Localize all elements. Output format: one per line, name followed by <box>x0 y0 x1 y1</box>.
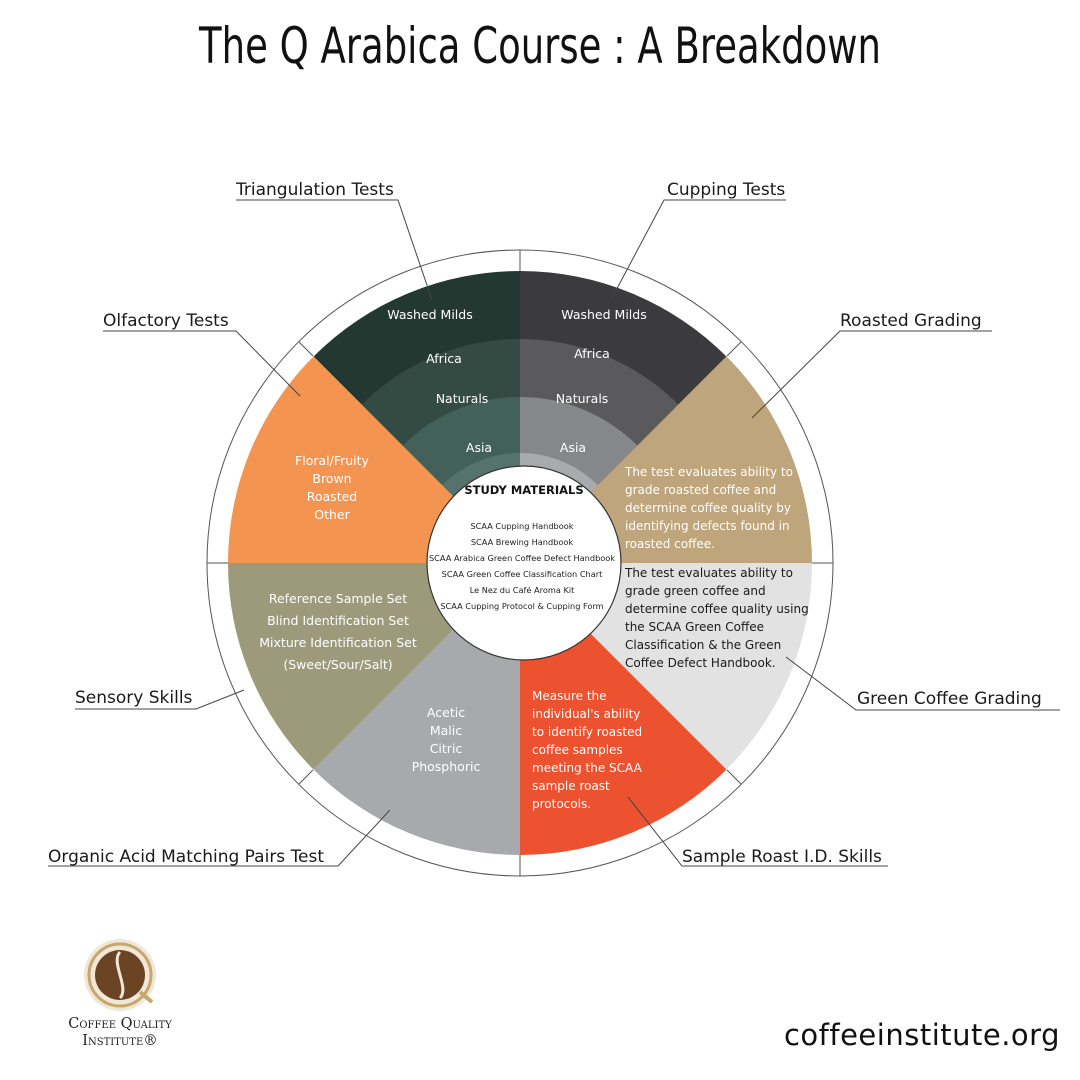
cupping-ring-labels: Washed Milds Africa Naturals Asia <box>556 307 647 455</box>
description-line: The test evaluates ability to <box>624 465 793 479</box>
sensory-item: (Sweet/Sour/Salt) <box>283 657 392 672</box>
sensory-item: Blind Identification Set <box>267 613 409 628</box>
label-organic-acid-test: Organic Acid Matching Pairs Test <box>48 847 324 867</box>
ring-label: Asia <box>560 440 586 455</box>
organic-acid-item: Malic <box>430 723 462 738</box>
description-line: Measure the <box>532 689 607 703</box>
ring-dividers <box>207 250 833 876</box>
label-roasted-grading: Roasted Grading <box>840 311 982 331</box>
sensory-item: Reference Sample Set <box>269 591 407 606</box>
label-sensory-skills: Sensory Skills <box>75 688 193 708</box>
description-line: grade green coffee and <box>625 584 766 598</box>
description-line: meeting the SCAA <box>532 761 643 775</box>
logo-name-line1: Coffee Quality <box>68 1016 172 1032</box>
organic-acid-item: Phosphoric <box>412 759 481 774</box>
study-materials-heading: STUDY MATERIALS <box>464 483 583 497</box>
organic-acid-items: Acetic Malic Citric Phosphoric <box>412 705 481 774</box>
page-title: The Q Arabica Course : A Breakdown <box>199 17 881 75</box>
study-material-item: SCAA Green Coffee Classification Chart <box>442 569 603 579</box>
website-url[interactable]: coffeeinstitute.org <box>783 1018 1060 1052</box>
ring-label: Washed Milds <box>387 307 472 322</box>
organic-acid-item: Citric <box>430 741 463 756</box>
leader-lines <box>48 199 1060 867</box>
olfactory-item: Floral/Fruity <box>295 453 370 468</box>
study-material-item: SCAA Brewing Handbook <box>471 537 574 547</box>
description-line: sample roast <box>532 779 610 793</box>
ring-label: Naturals <box>556 391 609 406</box>
ring-label: Washed Milds <box>561 307 646 322</box>
description-line: determine coffee quality using <box>625 602 809 616</box>
description-line: to identify roasted <box>532 725 642 739</box>
olfactory-item: Roasted <box>307 489 357 504</box>
description-line: roasted coffee. <box>625 537 715 551</box>
description-line: protocols. <box>532 797 591 811</box>
ring-label: Asia <box>466 440 492 455</box>
study-material-item: SCAA Cupping Protocol & Cupping Form <box>440 601 603 611</box>
description-line: identifying defects found in <box>625 519 790 533</box>
description-line: Classification & the Green <box>625 638 781 652</box>
study-material-item: Le Nez du Café Aroma Kit <box>470 585 575 595</box>
label-triangulation-tests: Triangulation Tests <box>235 180 394 200</box>
label-cupping-tests: Cupping Tests <box>667 180 785 200</box>
label-olfactory-tests: Olfactory Tests <box>103 311 229 331</box>
ring-label: Africa <box>574 346 610 361</box>
description-line: the SCAA Green Coffee <box>625 620 764 634</box>
logo-name: Coffee Quality Institute® <box>30 1016 210 1050</box>
study-materials-circle <box>426 465 622 661</box>
sensory-item: Mixture Identification Set <box>259 635 417 650</box>
coffee-bean-icon <box>84 939 156 1011</box>
study-material-item: SCAA Arabica Green Coffee Defect Handboo… <box>429 553 615 563</box>
study-materials-list: SCAA Cupping Handbook SCAA Brewing Handb… <box>429 521 615 611</box>
description-line: Coffee Defect Handbook. <box>625 656 776 670</box>
olfactory-items: Floral/Fruity Brown Roasted Other <box>295 453 370 522</box>
roasted-grading-description: The test evaluates ability to grade roas… <box>624 465 793 551</box>
description-line: individual's ability <box>532 707 640 721</box>
olfactory-item: Other <box>314 507 350 522</box>
ring-label: Naturals <box>436 391 489 406</box>
green-coffee-grading-description: The test evaluates ability to grade gree… <box>624 566 809 670</box>
logo-name-line2: Institute® <box>82 1033 158 1049</box>
description-line: The test evaluates ability to <box>624 566 793 580</box>
study-material-item: SCAA Cupping Handbook <box>470 521 573 531</box>
description-line: coffee samples <box>532 743 623 757</box>
sample-roast-description: Measure the individual's ability to iden… <box>532 689 643 811</box>
organic-acid-item: Acetic <box>427 705 465 720</box>
triangulation-ring-labels: Washed Milds Africa Naturals Asia <box>387 307 492 455</box>
ring-label: Africa <box>426 351 462 366</box>
label-green-coffee-grading: Green Coffee Grading <box>857 689 1042 709</box>
description-line: determine coffee quality by <box>625 501 791 515</box>
sensory-items: Reference Sample Set Blind Identificatio… <box>259 591 417 672</box>
label-sample-roast: Sample Roast I.D. Skills <box>682 847 882 867</box>
description-line: grade roasted coffee and <box>625 483 776 497</box>
olfactory-item: Brown <box>312 471 351 486</box>
